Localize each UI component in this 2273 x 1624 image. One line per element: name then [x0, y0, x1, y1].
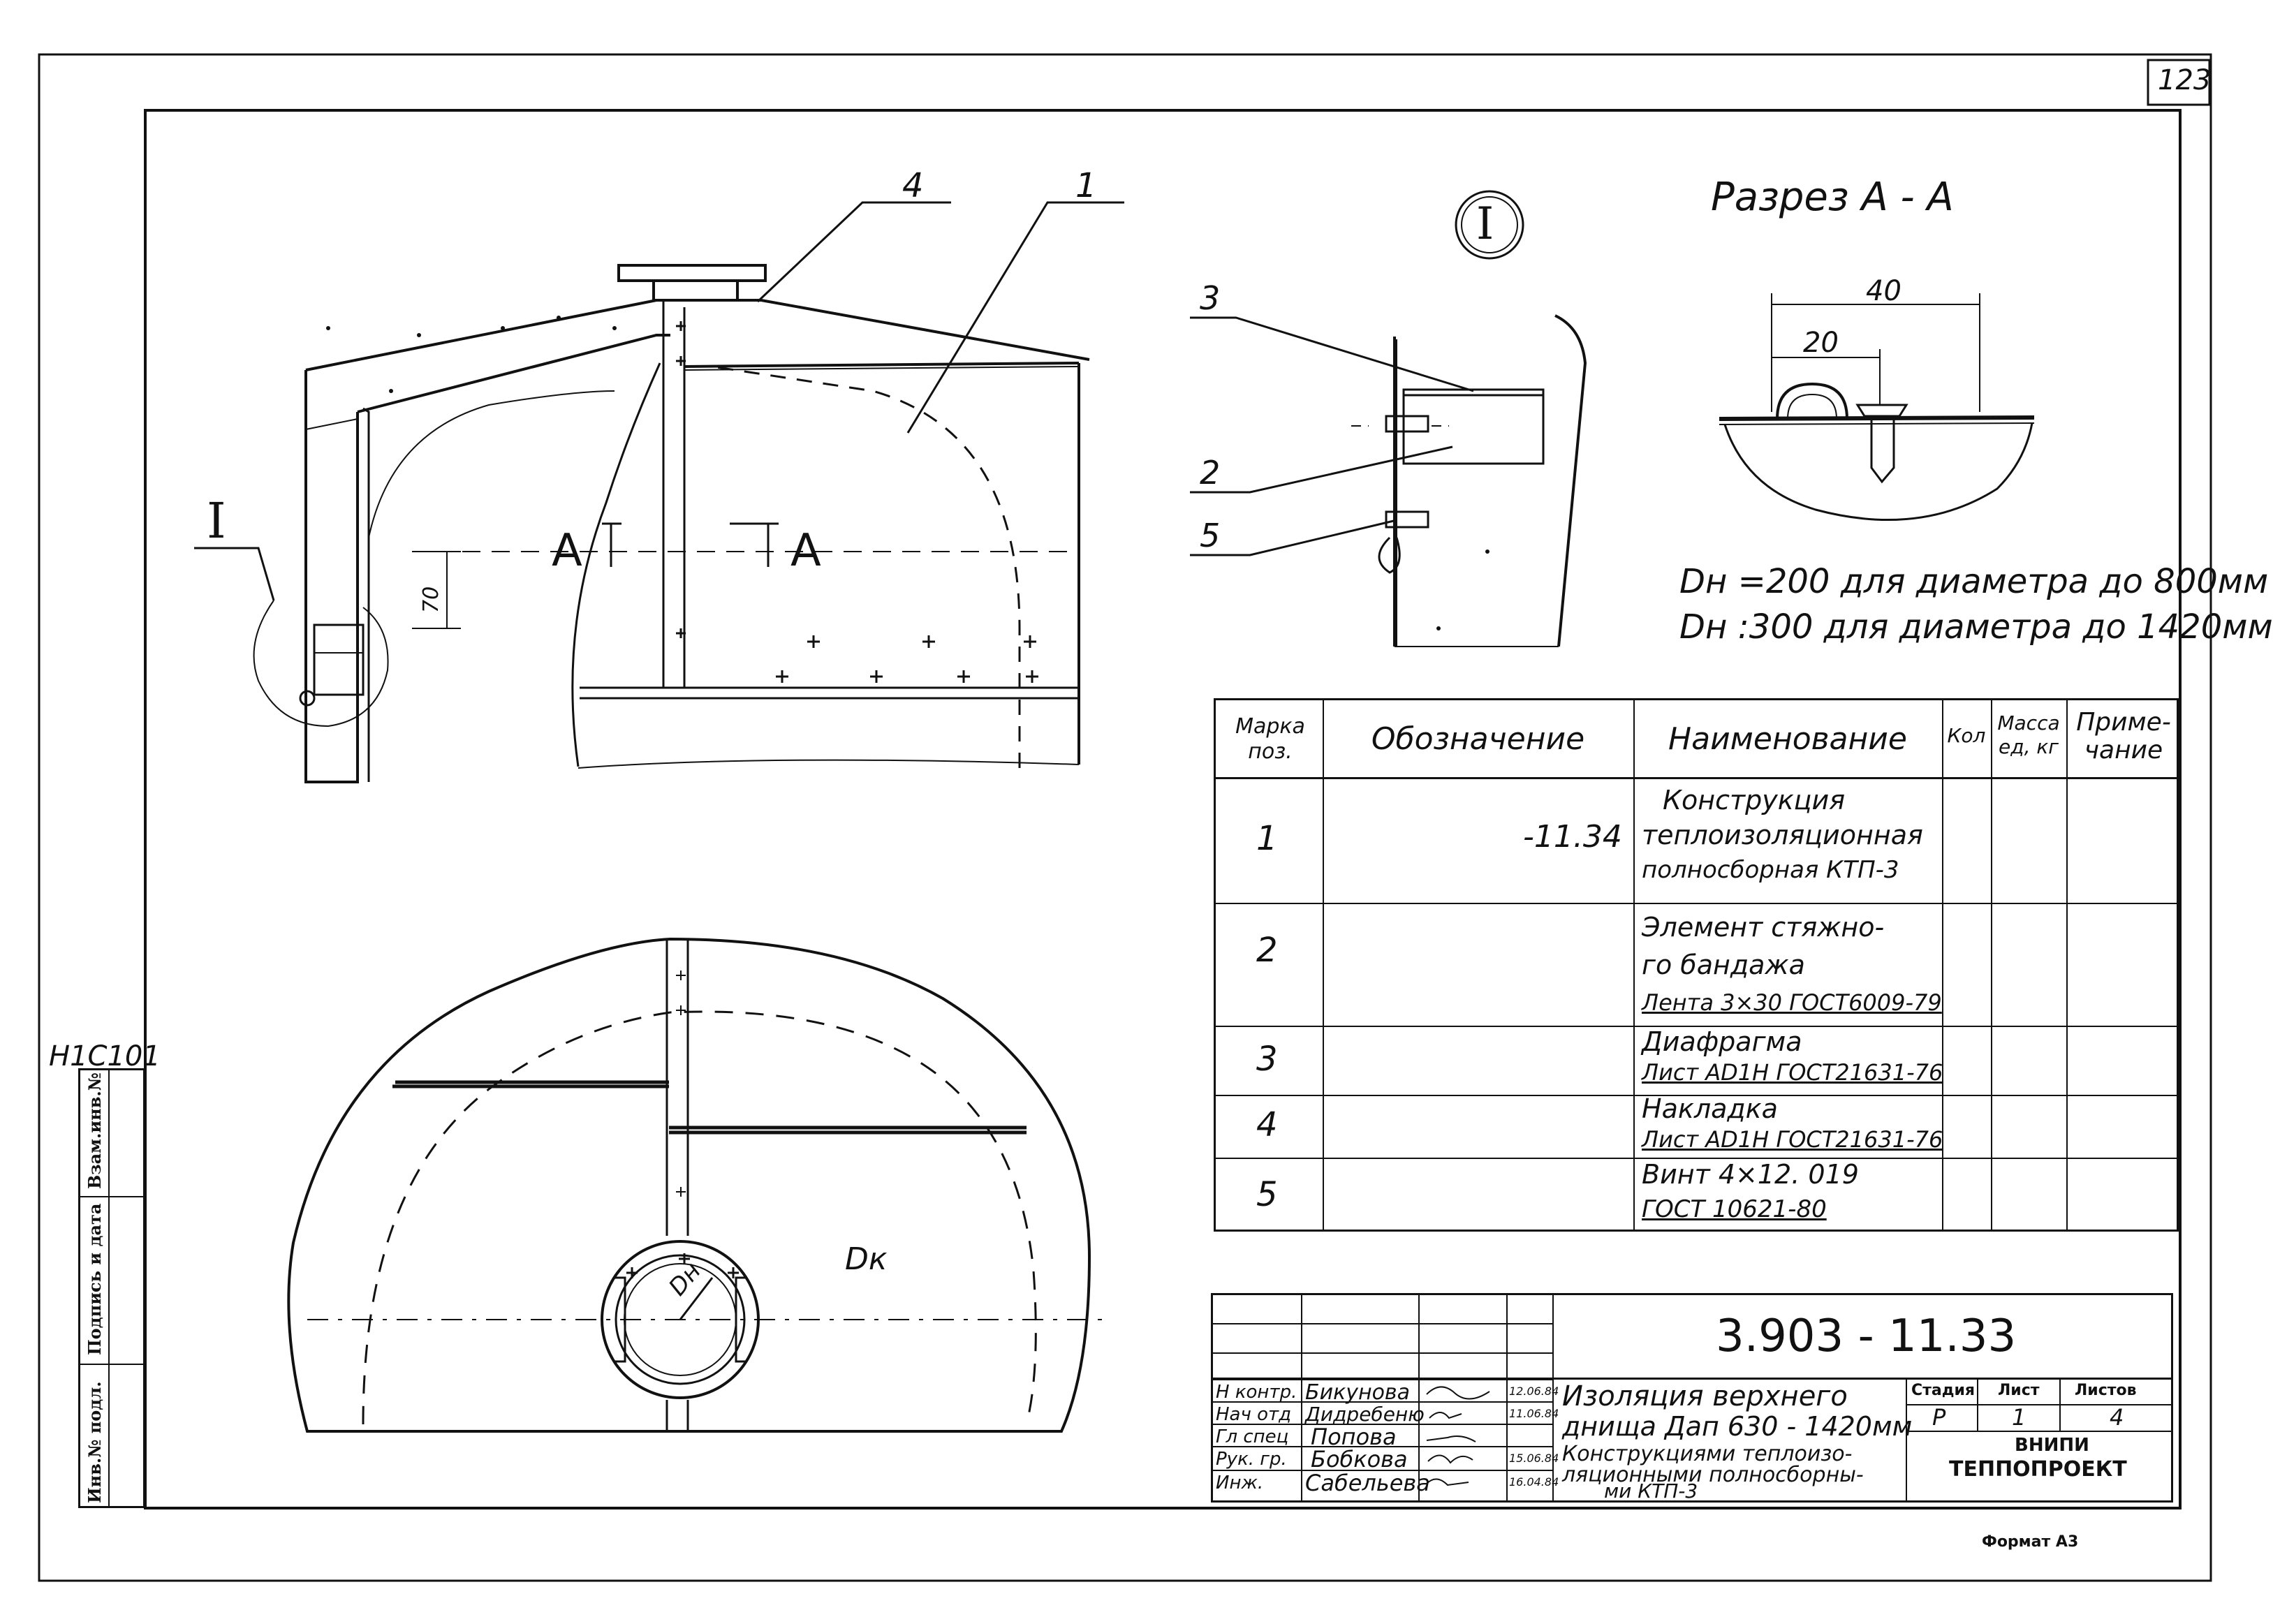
detail-view — [1190, 190, 1587, 647]
inner-frame — [144, 109, 2182, 1509]
side-field-3: Взам.инв.№ — [84, 1072, 105, 1189]
row-1-name-2: теплоизоляционная — [1642, 820, 1923, 850]
title-line-2: днища Дап 630 - 1420мм — [1562, 1411, 1913, 1442]
row-2-pos: 2 — [1256, 931, 1278, 970]
row-5-name-1: Винт 4×12. 019 — [1642, 1159, 1859, 1190]
signer-5-role: Инж. — [1216, 1472, 1264, 1493]
row-3-name-1: Диафрагма — [1642, 1026, 1802, 1057]
row-5-pos: 5 — [1256, 1175, 1278, 1214]
signature-scribbles — [1426, 1386, 1490, 1486]
page-number: 123 — [2158, 64, 2212, 96]
callout-4: 4 — [902, 166, 924, 205]
signer-2-name: Дидребеню — [1305, 1403, 1425, 1426]
sheets-value: 4 — [2110, 1404, 2124, 1431]
detail-mark-circle-label: I — [1476, 198, 1494, 250]
front-view — [194, 201, 1124, 783]
title-line-5: ми КТП-3 — [1604, 1479, 1698, 1503]
section-note-2: Dн :300 для диаметра до 1420мм — [1679, 607, 2273, 647]
sheet-value: 1 — [2012, 1404, 2026, 1431]
section-aa — [1719, 293, 2035, 522]
signer-5-date: 16.04.84 — [1509, 1475, 1559, 1489]
detail-mark-circle — [1455, 190, 1524, 260]
stage-value: Р — [1932, 1404, 1946, 1431]
row-4-name-2: Лист АD1Н ГОСТ21631-76 — [1642, 1126, 1943, 1153]
rivet-marks — [676, 321, 1038, 683]
row-2-name-3: Лента 3×30 ГОСТ6009-79 — [1642, 989, 1942, 1016]
title-line-3: Конструкциями теплоизо- — [1562, 1442, 1853, 1466]
section-note-1: Dн =200 для диаметра до 800мм — [1679, 562, 2269, 601]
side-field-2: Подпись и дата — [84, 1203, 105, 1355]
dimension-40: 40 — [1866, 275, 1901, 307]
row-1-name-1: Конструкция — [1663, 785, 1846, 815]
signer-3-role: Гл спец — [1216, 1426, 1289, 1447]
header-mark: Марка поз. — [1235, 714, 1305, 764]
callout-2: 2 — [1200, 454, 1221, 492]
signer-4-role: Рук. гр. — [1216, 1449, 1287, 1470]
signer-2-date: 11.06.84 — [1509, 1407, 1559, 1420]
side-margin-strip: Взам.инв.№ Подпись и дата Инв.№ подл. — [78, 1068, 145, 1508]
doc-number: 3.903 - 11.33 — [1716, 1311, 2017, 1362]
title-line-4: ляционными полносборны- — [1562, 1463, 1864, 1487]
section-a-right-label: A — [790, 525, 821, 577]
row-1-pos: 1 — [1256, 819, 1278, 858]
org-line-1: ВНИПИ — [2015, 1435, 2089, 1456]
row-3-name-2: Лист АD1Н ГОСТ21631-76 — [1642, 1059, 1943, 1086]
section-title: Разрез А - А — [1711, 175, 1954, 220]
signer-5-name: Сабельева — [1305, 1470, 1430, 1496]
row-3-pos: 3 — [1256, 1040, 1278, 1079]
signer-1-role: Н контр. — [1216, 1382, 1297, 1403]
side-field-1: Инв.№ подл. — [84, 1381, 105, 1503]
plan-view — [287, 937, 1103, 1433]
dimension-20: 20 — [1803, 327, 1839, 359]
row-5-name-2: ГОСТ 10621-80 — [1642, 1195, 1827, 1223]
header-name: Наименование — [1668, 721, 1907, 757]
archive-code: H1C101 — [49, 1040, 161, 1072]
dimension-70: 70 — [419, 586, 443, 613]
dk-label: Dк — [845, 1241, 888, 1277]
row-2-name-1: Элемент стяжно- — [1642, 912, 1885, 943]
row-1-designation: -11.34 — [1523, 819, 1622, 855]
org-line-2: ТЕППОПРОЕКТ — [1949, 1457, 2127, 1482]
signer-3-name: Попова — [1311, 1424, 1397, 1450]
header-mass: Масса ед, кг — [1997, 711, 2060, 758]
callout-5: 5 — [1200, 517, 1221, 554]
page-number-box — [2147, 59, 2211, 106]
title-block: 3.903 - 11.33 Изоляция верхнего днища Да… — [1211, 1293, 2173, 1503]
signer-1-name: Бикунова — [1305, 1380, 1410, 1405]
callout-3: 3 — [1200, 279, 1221, 317]
outer-trim — [38, 53, 2212, 1582]
row-1-name-3: полносборная КТП-3 — [1642, 856, 1899, 884]
signer-2-role: Нач отд — [1216, 1404, 1292, 1425]
signer-4-name: Бобкова — [1311, 1446, 1408, 1472]
title-line-1: Изоляция верхнего — [1562, 1380, 1848, 1412]
format-label: Формат А3 — [1982, 1533, 2079, 1551]
specification-table: Марка поз. Обозначение Наименование Кол … — [1214, 698, 2179, 1232]
sheets-label: Листов — [2075, 1382, 2137, 1399]
header-designation: Обозначение — [1371, 721, 1585, 757]
row-2-name-2: го бандажа — [1642, 950, 1805, 980]
header-note: Приме- чание — [2076, 708, 2171, 765]
header-qty: Кол — [1947, 724, 1986, 747]
signer-4-date: 15.06.84 — [1509, 1452, 1559, 1465]
callout-1: 1 — [1075, 166, 1097, 205]
section-a-left-label: A — [552, 525, 582, 577]
signer-1-date: 12.06.84 — [1509, 1385, 1559, 1398]
sheet-label: Лист — [1998, 1382, 2040, 1399]
stage-label: Стадия — [1911, 1382, 1976, 1399]
row-4-name-1: Накладка — [1642, 1093, 1778, 1124]
detail-mark-label: I — [207, 492, 226, 549]
row-4-pos: 4 — [1256, 1105, 1278, 1144]
texture-dots — [326, 316, 1489, 630]
